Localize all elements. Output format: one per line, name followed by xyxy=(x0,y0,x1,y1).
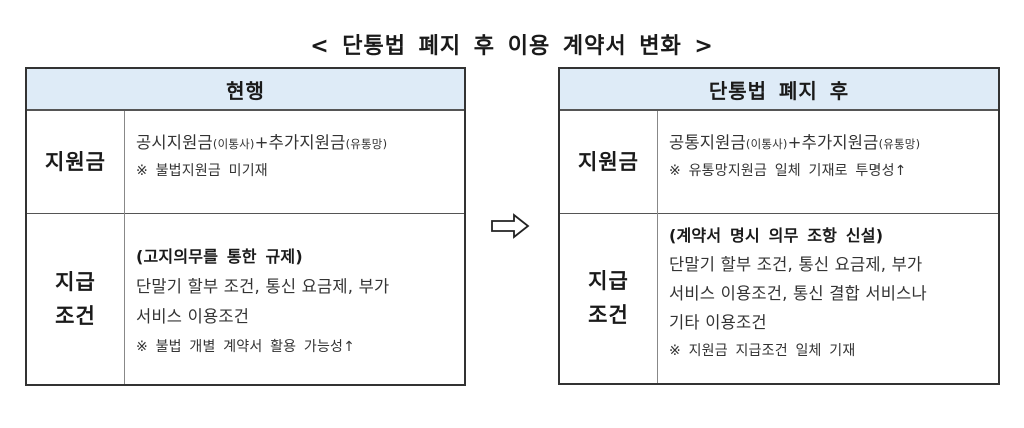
row-content: 공통지원금(이통사)+추가지원금(유통망) ※ 유통망지원금 일체 기재로 투명… xyxy=(658,111,998,213)
right-arrow-icon xyxy=(491,213,530,239)
subsidy-row: 지원금 공통지원금(이통사)+추가지원금(유통망) ※ 유통망지원금 일체 기재… xyxy=(560,111,998,214)
subsidy-sub: (이통사) xyxy=(745,137,788,151)
subsidy-main: 추가지원금 xyxy=(801,133,879,152)
plus-sign: + xyxy=(787,133,802,152)
row-label: 지급 조건 xyxy=(27,213,125,384)
body-line: 서비스 이용조건, 통신 결합 서비스나 xyxy=(669,284,927,303)
subsidy-main: 공시지원금 xyxy=(136,133,213,152)
row-content: (계약서 명시 의무 조항 신설) 단말기 할부 조건, 통신 요금제, 부가 … xyxy=(658,213,998,383)
subsidy-main: 공통지원금 xyxy=(669,133,746,152)
subsidy-main: 추가지원금 xyxy=(268,133,346,152)
after-repeal-table: 단통법 폐지 후 지원금 공통지원금(이통사)+추가지원금(유통망) ※ 유통망… xyxy=(558,67,1000,385)
row-label-line: 조건 xyxy=(55,303,96,328)
payment-conditions-row: 지급 조건 (고지의무를 통한 규제) 단말기 할부 조건, 통신 요금제, 부… xyxy=(27,213,464,384)
row-label: 지원금 xyxy=(27,111,125,213)
current-table: 현행 지원금 공시지원금(이통사)+추가지원금(유통망) ※ 불법지원금 미기재… xyxy=(25,67,466,386)
row-label-line: 지급 xyxy=(55,269,96,294)
subsidy-sub: (유통망) xyxy=(345,137,388,151)
body-line: 단말기 할부 조건, 통신 요금제, 부가 xyxy=(669,255,923,274)
body-line: 기타 이용조건 xyxy=(669,313,767,332)
note-text: ※ 유통망지원금 일체 기재로 투명성↑ xyxy=(669,163,907,179)
page-title: < 단통법 폐지 후 이용 계약서 변화 > xyxy=(310,34,714,59)
table-header: 현행 xyxy=(27,69,464,111)
subsidy-sub: (유통망) xyxy=(878,137,921,151)
row-content: (고지의무를 통한 규제) 단말기 할부 조건, 통신 요금제, 부가 서비스 … xyxy=(125,213,464,384)
content-heading: (고지의무를 통한 규제) xyxy=(136,246,303,266)
table-header: 단통법 폐지 후 xyxy=(560,69,998,111)
body-line: 단말기 할부 조건, 통신 요금제, 부가 xyxy=(136,276,390,296)
row-label-line: 지급 xyxy=(588,269,629,293)
row-label: 지원금 xyxy=(560,111,658,213)
note-text: ※ 불법 개별 계약서 활용 가능성↑ xyxy=(136,338,356,355)
row-content: 공시지원금(이통사)+추가지원금(유통망) ※ 불법지원금 미기재 xyxy=(125,111,464,213)
subsidy-sub: (이통사) xyxy=(212,137,255,151)
payment-conditions-row: 지급 조건 (계약서 명시 의무 조항 신설) 단말기 할부 조건, 통신 요금… xyxy=(560,213,998,383)
content-heading: (계약서 명시 의무 조항 신설) xyxy=(669,226,884,245)
row-label: 지급 조건 xyxy=(560,213,658,383)
subsidy-line: 공시지원금(이통사)+추가지원금(유통망) xyxy=(136,129,454,158)
subsidy-row: 지원금 공시지원금(이통사)+추가지원금(유통망) ※ 불법지원금 미기재 xyxy=(27,111,464,214)
note-text: ※ 불법지원금 미기재 xyxy=(136,163,268,179)
plus-sign: + xyxy=(254,133,269,152)
subsidy-line: 공통지원금(이통사)+추가지원금(유통망) xyxy=(669,129,988,158)
row-label-line: 조건 xyxy=(588,303,629,327)
body-line: 서비스 이용조건 xyxy=(136,306,250,326)
note-text: ※ 지원금 지급조건 일체 기재 xyxy=(669,343,856,359)
